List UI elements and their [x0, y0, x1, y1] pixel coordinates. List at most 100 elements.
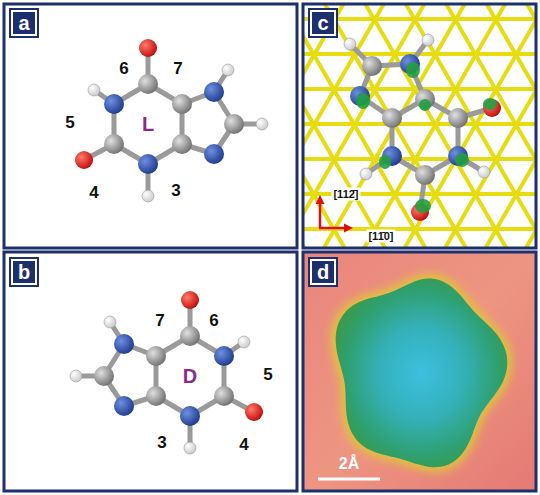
atom: [172, 134, 192, 154]
position-number: 7: [155, 312, 164, 329]
atom: [214, 346, 234, 366]
panel-frame: [303, 4, 536, 248]
lattice-rod: [304, 5, 395, 247]
axis-label: [112̄]: [331, 188, 360, 201]
atom: [415, 165, 435, 185]
atom: [448, 146, 468, 166]
atom: [224, 114, 244, 134]
lattice-rod: [304, 227, 535, 231]
orbital-lobe: [379, 155, 391, 169]
atom: [448, 108, 468, 128]
position-number: 3: [171, 182, 180, 199]
lattice-rod: [475, 5, 535, 247]
stm-ground: [304, 253, 535, 490]
atom: [88, 84, 100, 96]
lattice-rod: [304, 17, 535, 21]
orbital-lobe: [419, 99, 431, 111]
atom: [184, 442, 196, 454]
atom: [104, 134, 124, 154]
atom: [138, 74, 158, 94]
molecule-d: [70, 291, 263, 454]
adsorbed-molecule: [344, 34, 501, 221]
atom: [422, 34, 434, 46]
lattice-rod: [353, 5, 516, 247]
arrow-head: [344, 224, 353, 233]
atom: [139, 39, 157, 57]
position-number: 4: [89, 184, 98, 201]
molecule-l: [75, 39, 268, 202]
atom: [245, 403, 263, 421]
atom: [256, 118, 268, 130]
surface-lattice: [304, 5, 535, 247]
molecule-blob: [336, 279, 508, 468]
axis-line: [319, 227, 346, 230]
atom: [104, 316, 116, 328]
orbital-lobe: [455, 153, 469, 167]
panel-letter: c: [317, 13, 328, 33]
panel-frame: [4, 4, 297, 248]
lattice-rod: [313, 5, 476, 247]
lattice-rod: [304, 5, 435, 247]
blob-halo: [336, 279, 508, 468]
atom: [70, 370, 82, 382]
position-number: 3: [157, 434, 166, 451]
position-number: 7: [173, 60, 182, 77]
atom: [142, 190, 154, 202]
atom: [483, 99, 501, 117]
panel-letter: a: [18, 13, 29, 33]
position-number: 6: [209, 312, 218, 329]
lattice-rod: [304, 5, 396, 247]
atom: [344, 38, 356, 50]
atom: [146, 346, 166, 366]
atom: [180, 406, 200, 426]
atom: [204, 144, 224, 164]
atom: [180, 326, 200, 346]
orbital-lobe: [356, 93, 370, 109]
atom: [114, 396, 134, 416]
position-number: 5: [263, 366, 272, 383]
panel-letter: d: [317, 262, 329, 282]
panel-frames: [4, 4, 536, 491]
panel-frame: [303, 252, 536, 491]
atom: [146, 386, 166, 406]
lattice-rod: [314, 5, 477, 247]
position-number: 6: [119, 60, 128, 77]
atom: [114, 334, 134, 354]
panel-letter: b: [18, 262, 30, 282]
lattice-rod: [434, 5, 535, 247]
axis-arrows: [316, 195, 354, 233]
stm-image: [336, 279, 508, 468]
panel-badge: d: [308, 257, 338, 287]
atom: [382, 108, 402, 128]
position-number: 5: [65, 114, 74, 131]
position-number: L: [142, 114, 154, 134]
panel-frame: [4, 252, 297, 491]
panel-badge: a: [9, 8, 39, 38]
panel-badge: c: [308, 8, 338, 38]
atom: [172, 94, 192, 114]
atom: [360, 168, 372, 180]
orbital-lobe: [483, 98, 497, 110]
atom: [181, 291, 199, 309]
axis-label: [11̄0]: [366, 230, 395, 243]
lattice-rod: [304, 122, 535, 126]
atom: [94, 366, 114, 386]
position-number: 4: [239, 436, 248, 453]
atom: [214, 386, 234, 406]
atom: [104, 94, 124, 114]
axis-line: [319, 202, 322, 228]
position-number: D: [183, 366, 197, 386]
atom: [478, 166, 490, 178]
atom: [238, 336, 250, 348]
atom: [362, 56, 382, 76]
arrow-head: [316, 195, 325, 204]
scale-label: 2Å: [339, 456, 359, 472]
orbital-lobe: [415, 199, 431, 213]
atom: [222, 64, 234, 76]
orbital-lobe: [406, 62, 420, 78]
panel-badge: b: [9, 257, 39, 287]
lattice-rod: [304, 157, 535, 161]
lattice-rod: [515, 5, 535, 247]
